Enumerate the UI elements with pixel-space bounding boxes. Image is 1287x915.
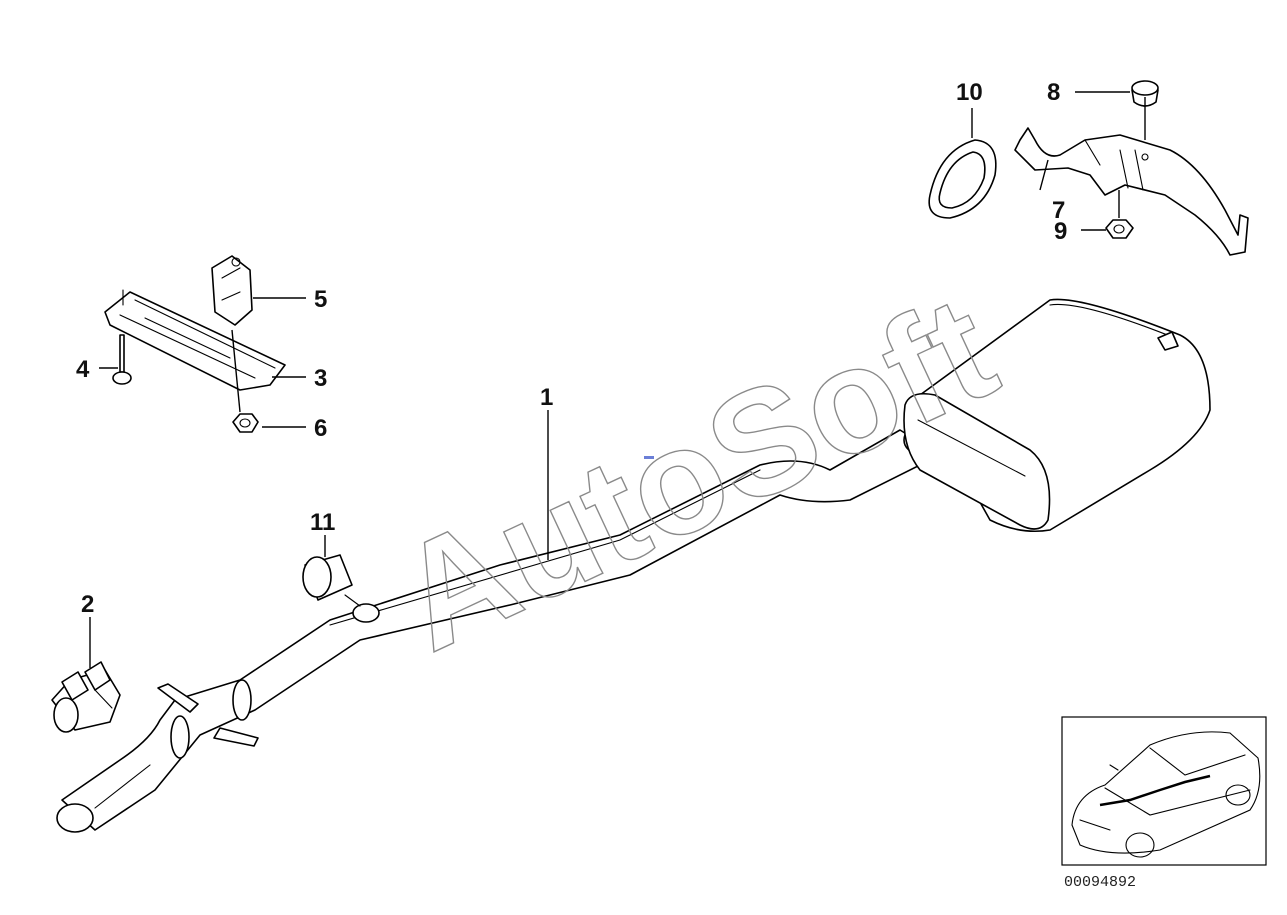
bracket-plate-3 xyxy=(104,289,286,391)
callout-4: 4 xyxy=(76,356,90,383)
watermark: AutoSoft xyxy=(372,262,1018,683)
screw-4 xyxy=(112,334,132,385)
callout-9: 9 xyxy=(1054,218,1067,245)
gasket-ring-10 xyxy=(928,139,997,219)
exhaust-pipe xyxy=(56,425,941,833)
car-locator-thumbnail xyxy=(1061,716,1267,866)
callout-3: 3 xyxy=(314,365,327,392)
diagram-number: 00094892 xyxy=(1064,874,1136,891)
rubber-buffer-8 xyxy=(1131,80,1159,107)
callout-10: 10 xyxy=(956,79,983,106)
callout-1: 1 xyxy=(540,384,553,411)
callout-5: 5 xyxy=(314,286,327,313)
callout-11: 11 xyxy=(310,509,335,536)
pipe-clamp-2 xyxy=(51,661,121,733)
blue-marker xyxy=(644,456,654,459)
hanger-bracket-7 xyxy=(1014,127,1249,256)
nut-6 xyxy=(232,413,259,433)
callouts: 1 2 3 4 5 6 7 8 9 10 11 xyxy=(76,79,1067,618)
nut-9 xyxy=(1105,219,1134,239)
rubber-bushing-5 xyxy=(211,255,253,326)
callout-2: 2 xyxy=(81,591,94,618)
callout-7: 7 xyxy=(1052,197,1065,224)
callout-6: 6 xyxy=(314,415,327,442)
rear-silencer xyxy=(903,298,1211,533)
leader-lines xyxy=(89,91,1146,668)
watermark-text: AutoSoft xyxy=(373,263,1018,683)
rubber-mount-11 xyxy=(302,554,361,607)
callout-8: 8 xyxy=(1047,79,1060,106)
